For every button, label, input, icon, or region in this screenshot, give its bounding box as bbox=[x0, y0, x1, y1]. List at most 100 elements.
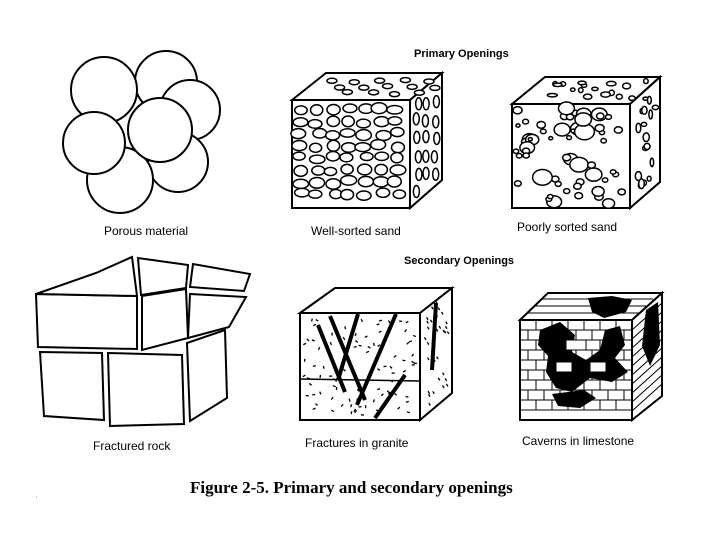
sand-grain bbox=[595, 112, 605, 120]
sand-grain bbox=[374, 163, 389, 176]
mineral-speck bbox=[367, 346, 371, 349]
sand-grain bbox=[311, 165, 326, 176]
sand-grain bbox=[423, 78, 435, 85]
mineral-speck bbox=[426, 357, 430, 361]
mineral-speck bbox=[329, 341, 333, 346]
porous-material-label: Porous material bbox=[104, 224, 189, 238]
mineral-speck bbox=[312, 323, 317, 327]
mineral-speck bbox=[344, 326, 347, 330]
fractured-rock-drawing bbox=[34, 255, 252, 428]
mineral-speck bbox=[356, 398, 359, 402]
mineral-speck bbox=[330, 396, 334, 400]
mineral-speck bbox=[330, 409, 335, 413]
sand-grain bbox=[640, 121, 648, 128]
sand-grain bbox=[339, 152, 354, 163]
sand-grain bbox=[635, 122, 642, 134]
mineral-speck bbox=[408, 340, 413, 343]
sand-grain bbox=[621, 82, 632, 90]
mineral-speck bbox=[427, 390, 431, 394]
mineral-speck bbox=[380, 393, 384, 397]
brick-course bbox=[631, 347, 663, 376]
mineral-speck bbox=[378, 319, 383, 322]
fractures-in-granite-cube bbox=[296, 285, 455, 423]
sand-grain bbox=[421, 114, 430, 128]
well-sorted-sand-label: Well-sorted sand bbox=[311, 224, 401, 238]
mineral-speck bbox=[411, 360, 415, 364]
sand-grain bbox=[325, 150, 341, 162]
sand-grain bbox=[413, 89, 426, 96]
sand-grain bbox=[586, 161, 597, 169]
mineral-speck bbox=[319, 391, 322, 395]
mineral-speck bbox=[373, 342, 375, 347]
sand-grain bbox=[373, 115, 390, 128]
mineral-speck bbox=[445, 383, 449, 387]
mineral-speck bbox=[388, 327, 391, 331]
sand-grain bbox=[392, 189, 407, 200]
sand-grain bbox=[374, 151, 390, 162]
sand-grain bbox=[389, 164, 407, 176]
sand-grain bbox=[552, 82, 563, 88]
sand-grain bbox=[372, 175, 390, 188]
sand-grain bbox=[386, 104, 404, 115]
sand-grain bbox=[601, 197, 616, 210]
mineral-speck bbox=[314, 403, 319, 407]
sand-grain bbox=[339, 127, 356, 138]
sand-grain bbox=[309, 103, 324, 117]
sand-grain bbox=[387, 116, 403, 126]
mineral-speck bbox=[389, 379, 394, 383]
sand-grain bbox=[609, 168, 617, 175]
sand-grain bbox=[569, 156, 589, 173]
sand-grain bbox=[388, 90, 401, 98]
sand-grain bbox=[431, 167, 440, 182]
sand-grain bbox=[546, 92, 559, 98]
mineral-speck bbox=[389, 365, 393, 369]
sand-grain bbox=[642, 77, 649, 85]
sand-grain bbox=[574, 112, 593, 127]
sand-grain bbox=[577, 80, 587, 86]
sand-grain bbox=[572, 182, 582, 190]
mineral-speck bbox=[379, 408, 383, 412]
sand-grain bbox=[565, 134, 573, 141]
brick-course bbox=[631, 365, 663, 394]
sand-grain bbox=[292, 151, 306, 161]
brick-course bbox=[631, 383, 663, 412]
mineral-speck bbox=[302, 374, 306, 378]
primary-openings-header: Primary Openings bbox=[414, 48, 509, 60]
mineral-speck bbox=[348, 398, 351, 402]
sand-grain bbox=[547, 135, 554, 141]
mineral-speck bbox=[303, 342, 307, 346]
mineral-speck bbox=[436, 356, 439, 360]
mineral-speck bbox=[393, 392, 398, 396]
sand-grain bbox=[348, 78, 360, 86]
sand-grain bbox=[634, 170, 643, 182]
sand-grain bbox=[412, 184, 421, 199]
sand-grain bbox=[373, 77, 386, 84]
sand-grain bbox=[339, 174, 358, 186]
sand-grain bbox=[340, 142, 357, 153]
sand-grain bbox=[574, 191, 584, 200]
mineral-speck bbox=[376, 323, 380, 326]
sand-grain bbox=[355, 128, 373, 142]
sand-grain bbox=[422, 97, 430, 111]
sand-grain bbox=[637, 178, 646, 190]
sand-grain bbox=[617, 188, 627, 196]
sand-grain bbox=[429, 84, 441, 92]
mineral-speck bbox=[402, 370, 407, 373]
sand-grain bbox=[651, 104, 660, 111]
sand-grain bbox=[577, 87, 584, 94]
caverns-in-limestone-label: Caverns in limestone bbox=[522, 434, 635, 448]
mineral-speck bbox=[446, 331, 450, 335]
mineral-speck bbox=[428, 402, 431, 406]
mineral-speck bbox=[406, 411, 411, 414]
mineral-speck bbox=[354, 340, 359, 343]
sand-grain bbox=[584, 167, 603, 182]
mineral-speck bbox=[426, 317, 429, 321]
sand-grain bbox=[605, 80, 617, 87]
mineral-speck bbox=[306, 377, 311, 380]
mineral-speck bbox=[429, 319, 433, 323]
sand-grain bbox=[531, 168, 553, 186]
mineral-speck bbox=[435, 300, 438, 304]
mineral-speck bbox=[365, 350, 370, 354]
sand-grain bbox=[515, 152, 523, 159]
sand-grain bbox=[312, 127, 328, 139]
